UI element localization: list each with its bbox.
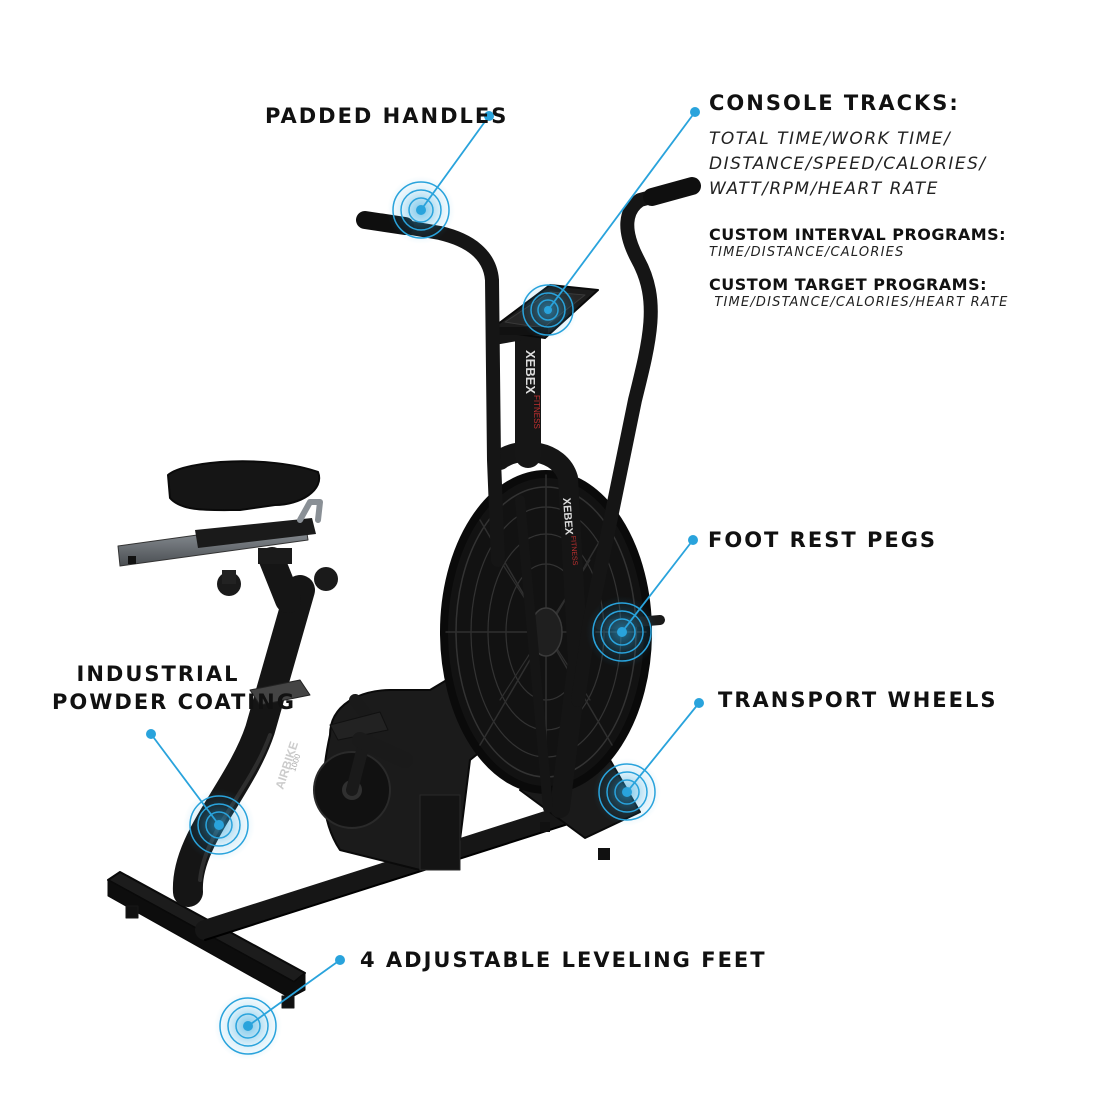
target-programs-title: CUSTOM TARGET PROGRAMS: — [709, 275, 988, 294]
brand-sub-text: FITNESS — [532, 395, 541, 429]
target-leveling-feet — [214, 992, 282, 1060]
air-bike: XEBEX FITNESS XEBEX FITNESS AIRBIKE 1000 — [107, 177, 701, 1009]
interval-programs-text: TIME/DISTANCE/CALORIES — [709, 245, 905, 260]
target-programs-text: TIME/DISTANCE/CALORIES/HEART RATE — [709, 295, 1009, 310]
brand-text: XEBEX — [523, 350, 538, 394]
industrial-coating-line-1: INDUSTRIAL — [76, 662, 240, 686]
leveling-feet-label: 4 ADJUSTABLE LEVELING FEET — [360, 948, 767, 972]
target-wheels — [593, 758, 661, 826]
target-foot-pegs — [586, 596, 658, 668]
callout-targets — [183, 176, 661, 1060]
console-tracks-title: CONSOLE TRACKS: — [709, 91, 960, 115]
target-coating — [183, 789, 255, 861]
target-handles — [387, 176, 455, 244]
fan-brand-sub-text: FITNESS — [569, 536, 578, 566]
console-tracks-line-1: TOTAL TIME/WORK TIME/ — [709, 129, 952, 149]
console-tracks-line-2: DISTANCE/SPEED/CALORIES/ — [709, 154, 987, 174]
padded-handles-label: PADDED HANDLES — [265, 104, 509, 128]
transport-wheels-label: TRANSPORT WHEELS — [718, 688, 998, 712]
seat — [167, 460, 321, 512]
handle-right — [571, 179, 699, 707]
industrial-coating-label: INDUSTRIAL POWDER COATING — [52, 660, 296, 716]
interval-programs-title: CUSTOM INTERVAL PROGRAMS: — [709, 225, 1007, 244]
industrial-coating-line-2: POWDER COATING — [52, 690, 296, 714]
console-tracks-list: TOTAL TIME/WORK TIME/ DISTANCE/SPEED/CAL… — [709, 127, 987, 202]
foot-rest-pegs-label: FOOT REST PEGS — [708, 528, 938, 552]
target-console — [518, 280, 578, 340]
console-tracks-line-3: WATT/RPM/HEART RATE — [709, 179, 939, 199]
fan-brand-text: XEBEX — [560, 497, 575, 536]
fan-housing — [490, 441, 588, 818]
